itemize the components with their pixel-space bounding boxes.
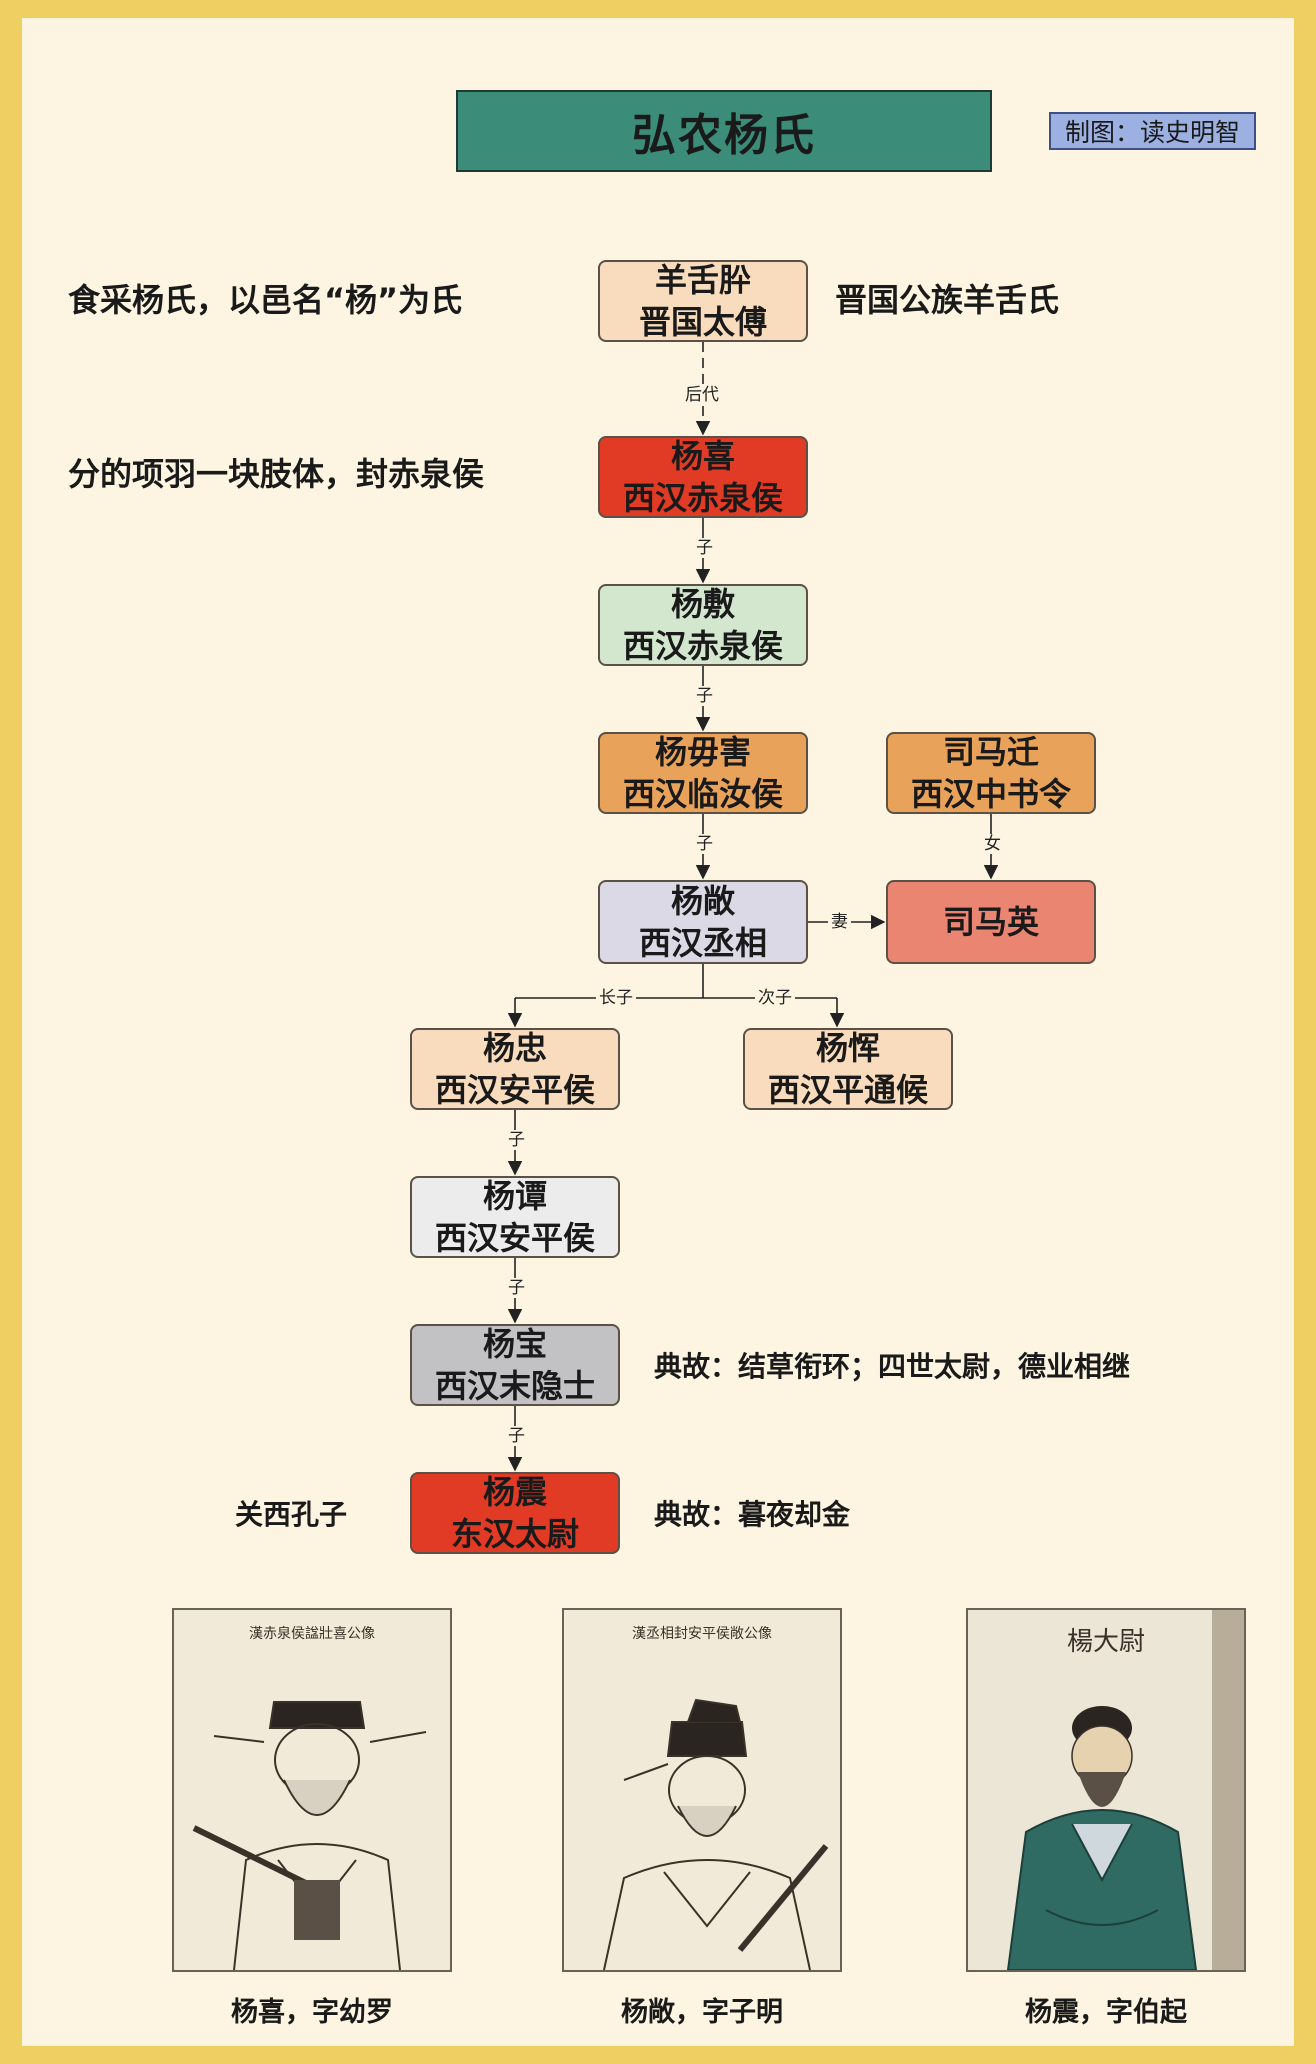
node-name: 杨谭 xyxy=(482,1177,547,1215)
portrait-yangxi-drawing: 漢赤泉侯諡壯喜公像 xyxy=(192,1625,427,1970)
node-yangshe: 羊舌肸 晋国太傅 xyxy=(598,260,808,342)
node-title: 西汉安平侯 xyxy=(434,1071,595,1109)
node-yangyun: 杨恽 西汉平通候 xyxy=(743,1028,953,1110)
caption-yangzhen: 杨震，字伯起 xyxy=(1025,1997,1187,2028)
portrait-yangxi: 漢赤泉侯諡壯喜公像 xyxy=(172,1608,452,1972)
node-name: 羊舌肸 xyxy=(654,261,751,299)
edge-label-son-3: 子 xyxy=(693,834,716,854)
edge-label-descendant: 后代 xyxy=(682,385,722,405)
edge-label-son-4: 子 xyxy=(505,1130,528,1150)
node-yangfu: 杨敷 西汉赤泉侯 xyxy=(598,584,808,666)
node-name: 司马迁 xyxy=(942,733,1039,771)
portrait-yangchang: 漢丞相封安平侯敞公像 xyxy=(562,1608,842,1972)
node-yangbao: 杨宝 西汉末隐士 xyxy=(410,1324,620,1406)
node-simaying: 司马英 xyxy=(886,880,1096,964)
edge-label-son-6: 子 xyxy=(505,1426,528,1446)
node-title: 西汉平通候 xyxy=(767,1071,928,1109)
node-yangtan: 杨谭 西汉安平侯 xyxy=(410,1176,620,1258)
note-xiangyu: 分的项羽一块肢体，封赤泉侯 xyxy=(68,455,485,493)
edge-label-wife: 妻 xyxy=(828,912,851,932)
node-title: 西汉赤泉侯 xyxy=(622,627,783,665)
node-yangzhen: 杨震 东汉太尉 xyxy=(410,1472,620,1554)
edge-label-daughter: 女 xyxy=(981,834,1004,854)
edge-label-eldest-son: 长子 xyxy=(596,988,636,1008)
node-title: 西汉末隐士 xyxy=(434,1367,595,1405)
node-name: 杨宝 xyxy=(482,1325,547,1363)
node-title: 西汉赤泉侯 xyxy=(622,479,783,517)
node-yangzhong: 杨忠 西汉安平侯 xyxy=(410,1028,620,1110)
node-yangxi: 杨喜 西汉赤泉侯 xyxy=(598,436,808,518)
portrait-yangchang-drawing: 漢丞相封安平侯敞公像 xyxy=(603,1626,829,1970)
edge-label-second-son: 次子 xyxy=(755,988,795,1008)
node-name: 杨敞 xyxy=(670,882,735,920)
node-name: 杨毋害 xyxy=(654,733,751,771)
node-title: 晋国太傅 xyxy=(638,303,767,341)
node-name: 杨恽 xyxy=(815,1029,880,1067)
note-guanxi: 关西孔子 xyxy=(235,1498,348,1531)
portrait-yangzhen-drawing: 楊大尉 xyxy=(1006,1610,1244,1970)
node-title: 西汉安平侯 xyxy=(434,1219,595,1257)
portrait-header: 漢丞相封安平侯敞公像 xyxy=(632,1626,772,1642)
edge-label-son-2: 子 xyxy=(693,686,716,706)
portrait-yangzhen: 楊大尉 xyxy=(966,1608,1246,1972)
caption-yangxi: 杨喜，字幼罗 xyxy=(231,1997,393,2028)
node-title: 东汉太尉 xyxy=(450,1515,579,1553)
note-gongzu: 晋国公族羊舌氏 xyxy=(835,281,1060,319)
node-name: 杨敷 xyxy=(670,585,735,623)
portrait-header: 漢赤泉侯諡壯喜公像 xyxy=(249,1625,375,1642)
node-yangwuhai: 杨毋害 西汉临汝侯 xyxy=(598,732,808,814)
note-diangu-bao: 典故：结草衔环；四世太尉，德业相继 xyxy=(654,1350,1131,1383)
node-title: 西汉中书令 xyxy=(910,775,1071,813)
node-simaqian: 司马迁 西汉中书令 xyxy=(886,732,1096,814)
node-name: 杨震 xyxy=(482,1473,547,1511)
page-background: 弘农杨氏 制图：读史明智 后代 子 子 子 女 妻 长子 次子 xyxy=(22,18,1294,2046)
node-name: 司马英 xyxy=(942,903,1039,941)
caption-yangchang: 杨敞，字子明 xyxy=(621,1997,783,2028)
portrait-header: 楊大尉 xyxy=(1067,1627,1145,1657)
edge-label-son-5: 子 xyxy=(505,1278,528,1298)
node-title: 西汉临汝侯 xyxy=(622,775,783,813)
note-diangu-zhen: 典故：暮夜却金 xyxy=(654,1498,851,1531)
node-name: 杨喜 xyxy=(670,437,735,475)
edge-label-son-1: 子 xyxy=(693,538,716,558)
node-yangchang: 杨敞 西汉丞相 xyxy=(598,880,808,964)
node-title: 西汉丞相 xyxy=(638,924,767,962)
credit-badge: 制图：读史明智 xyxy=(1049,112,1256,150)
node-name: 杨忠 xyxy=(482,1029,547,1067)
page-title: 弘农杨氏 xyxy=(456,90,992,172)
note-shicai: 食采杨氏，以邑名“杨”为氏 xyxy=(68,281,463,319)
